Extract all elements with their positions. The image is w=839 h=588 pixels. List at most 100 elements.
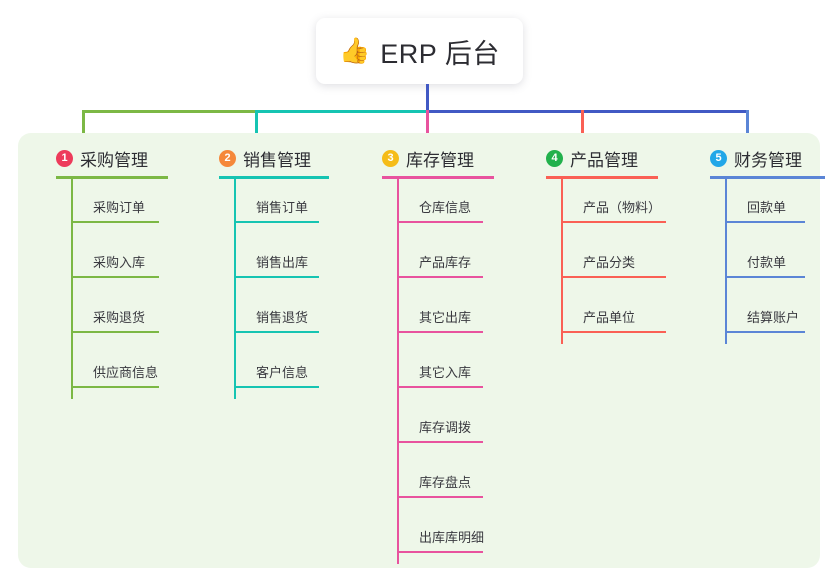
leaf-item[interactable]: 供应商信息 (71, 353, 159, 388)
leaf-item[interactable]: 仓库信息 (397, 188, 483, 223)
leaf-item-rule (561, 221, 666, 223)
leaf-item-rule (71, 276, 159, 278)
leaf-item-rule (234, 221, 319, 223)
column-采购管理: 1 采购管理采购订单采购入库采购退货供应商信息 (36, 146, 168, 399)
leaf-item-label: 产品（物料） (583, 200, 662, 215)
leaf-item-label: 采购订单 (93, 200, 146, 215)
leaf-item[interactable]: 其它入库 (397, 353, 483, 388)
leaf-item-label: 其它出库 (419, 310, 472, 325)
leaf-item-label: 产品库存 (419, 255, 472, 270)
leaf-item[interactable]: 采购入库 (71, 243, 159, 278)
leaf-item[interactable]: 采购退货 (71, 298, 159, 333)
leaf-item-label: 付款单 (747, 255, 787, 270)
column-trunk-line (397, 179, 399, 564)
leaf-item[interactable]: 结算账户 (725, 298, 805, 333)
leaf-item-label: 库存调拨 (419, 420, 472, 435)
column-header-rule (546, 176, 658, 179)
leaf-item-label: 销售订单 (256, 200, 309, 215)
leaf-item[interactable]: 其它出库 (397, 298, 483, 333)
column-header-5[interactable]: 5 财务管理 (690, 146, 802, 170)
bus-left-green (82, 110, 256, 113)
root-node-card[interactable]: 👍 ERP 后台 (316, 18, 523, 84)
leaf-item[interactable]: 库存调拨 (397, 408, 483, 443)
leaf-item-label: 其它入库 (419, 365, 472, 380)
leaf-item[interactable]: 产品单位 (561, 298, 666, 333)
column-title: 财务管理 (734, 150, 802, 170)
column-number-badge: 3 (382, 149, 399, 167)
thumbs-up-icon: 👍 (339, 36, 371, 65)
leaf-item-rule (71, 331, 159, 333)
drop-5 (746, 110, 749, 136)
leaf-item-rule (725, 221, 805, 223)
root-node-title: ERP 后台 (380, 38, 500, 69)
column-number-badge: 4 (546, 149, 563, 167)
leaf-item-label: 产品单位 (583, 310, 636, 325)
leaf-item[interactable]: 产品（物料） (561, 188, 666, 223)
column-title: 产品管理 (570, 150, 638, 170)
leaf-item[interactable]: 销售出库 (234, 243, 319, 278)
leaf-item-rule (397, 441, 483, 443)
leaf-item[interactable]: 客户信息 (234, 353, 319, 388)
bus-right-blue (426, 110, 748, 113)
column-header-rule (219, 176, 329, 179)
leaf-item-label: 库存盘点 (419, 475, 472, 490)
column-title: 采购管理 (80, 150, 148, 170)
leaf-item-rule (234, 386, 319, 388)
leaf-item-rule (561, 276, 666, 278)
leaf-item-rule (561, 331, 666, 333)
column-title: 库存管理 (406, 150, 474, 170)
leaf-item-rule (234, 331, 319, 333)
column-number-badge: 1 (56, 149, 73, 167)
column-number-badge: 5 (710, 149, 727, 167)
leaf-item-label: 销售退货 (256, 310, 309, 325)
leaf-item[interactable]: 出库库明细 (397, 518, 485, 553)
leaf-item[interactable]: 库存盘点 (397, 463, 483, 498)
leaf-item[interactable]: 回款单 (725, 188, 805, 223)
leaf-item-label: 仓库信息 (419, 200, 472, 215)
column-header-rule (382, 176, 494, 179)
leaf-item-label: 出库库明细 (419, 530, 485, 545)
leaf-item-label: 采购退货 (93, 310, 146, 325)
leaf-item-label: 回款单 (747, 200, 787, 215)
column-财务管理: 5 财务管理回款单付款单结算账户 (690, 146, 825, 344)
column-trunk-line (71, 179, 73, 399)
leaf-item[interactable]: 采购订单 (71, 188, 159, 223)
column-header-4[interactable]: 4 产品管理 (526, 146, 638, 170)
leaf-item[interactable]: 销售退货 (234, 298, 319, 333)
leaf-item[interactable]: 销售订单 (234, 188, 319, 223)
leaf-item-label: 产品分类 (583, 255, 636, 270)
column-产品管理: 4 产品管理产品（物料） 产品分类产品单位 (526, 146, 666, 344)
leaf-item-rule (234, 276, 319, 278)
column-库存管理: 3 库存管理仓库信息产品库存其它出库其它入库库存调拨库存盘点出库库明细 (362, 146, 494, 564)
leaf-item[interactable]: 产品库存 (397, 243, 483, 278)
leaf-item-rule (725, 276, 805, 278)
diagram-panel (18, 133, 820, 568)
column-header-rule (710, 176, 825, 179)
leaf-item-rule (397, 496, 483, 498)
drop-3 (426, 110, 429, 136)
root-stem-connector (426, 84, 429, 111)
leaf-item-rule (397, 221, 483, 223)
drop-2 (255, 110, 258, 136)
leaf-item-rule (397, 276, 483, 278)
column-number-badge: 2 (219, 149, 236, 167)
leaf-item-rule (71, 221, 159, 223)
column-header-rule (56, 176, 168, 179)
leaf-item-label: 结算账户 (747, 310, 800, 325)
column-trunk-line (561, 179, 563, 344)
drop-4 (581, 110, 584, 136)
leaf-item-label: 采购入库 (93, 255, 146, 270)
leaf-item-rule (71, 386, 159, 388)
leaf-item-rule (397, 331, 483, 333)
leaf-item-rule (397, 386, 483, 388)
column-header-1[interactable]: 1 采购管理 (36, 146, 148, 170)
bus-mid-teal (255, 110, 427, 113)
drop-1 (82, 110, 85, 136)
leaf-item-label: 销售出库 (256, 255, 309, 270)
column-header-3[interactable]: 3 库存管理 (362, 146, 474, 170)
leaf-item[interactable]: 产品分类 (561, 243, 666, 278)
leaf-item[interactable]: 付款单 (725, 243, 805, 278)
